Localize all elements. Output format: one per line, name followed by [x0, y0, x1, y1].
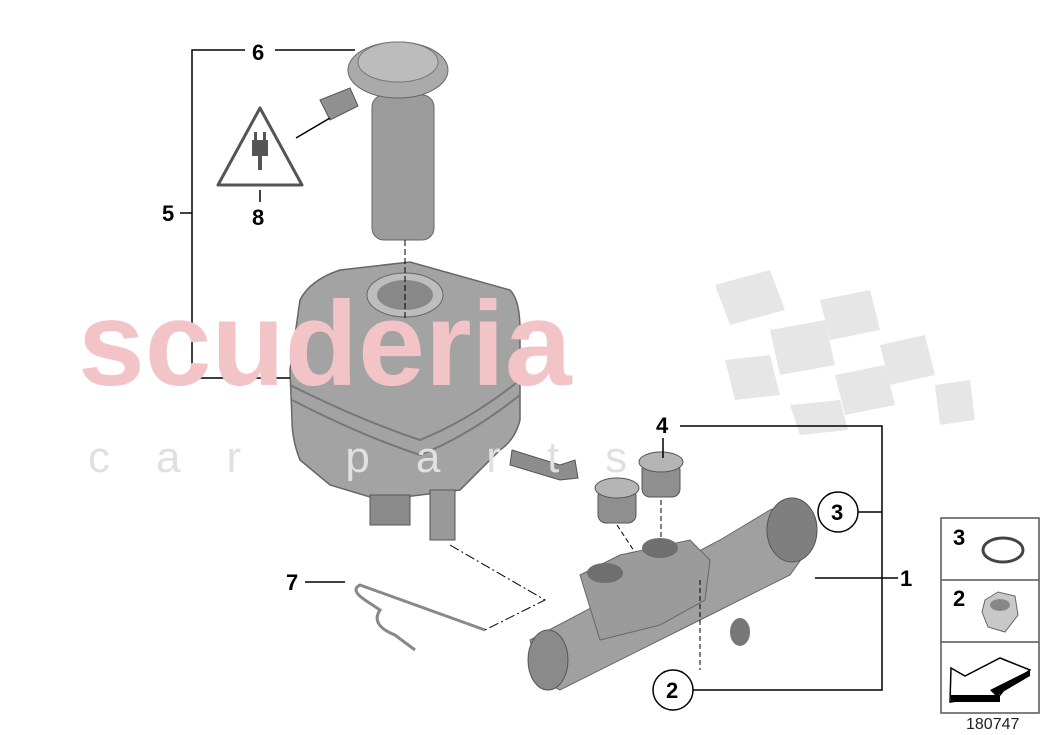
- grommets: [594, 451, 684, 524]
- watermark-main: scuderia: [78, 277, 573, 411]
- diagram-number: 180747: [966, 716, 1019, 733]
- arrow-icon: [949, 657, 1032, 703]
- callout-4: 4: [656, 413, 669, 438]
- parts-legend: 3 2 180747: [940, 517, 1040, 733]
- brake-fluid-reservoir: [289, 261, 579, 541]
- callout-2: 2: [666, 678, 678, 703]
- callout-1: 1: [900, 566, 912, 591]
- callout-7: 7: [286, 570, 298, 595]
- reservoir-cap-with-sensor: [319, 41, 449, 241]
- callout-8: 8: [252, 205, 264, 230]
- hex-nut-icon: [981, 591, 1019, 633]
- checkered-flag-watermark: [715, 270, 975, 435]
- legend-label-3: 3: [953, 525, 965, 550]
- callout-5: 5: [162, 201, 174, 226]
- brake-master-cylinder: [527, 497, 818, 691]
- electrical-warning-triangle-icon: [216, 106, 304, 187]
- callout-3: 3: [831, 500, 843, 525]
- o-ring-icon: [981, 536, 1025, 564]
- legend-label-2: 2: [953, 586, 965, 611]
- leader-dashed: [449, 544, 547, 631]
- callout-6: 6: [252, 40, 264, 65]
- retaining-clip: [354, 583, 486, 652]
- leader-lines: [180, 49, 898, 691]
- watermark-sub: car parts: [88, 433, 673, 482]
